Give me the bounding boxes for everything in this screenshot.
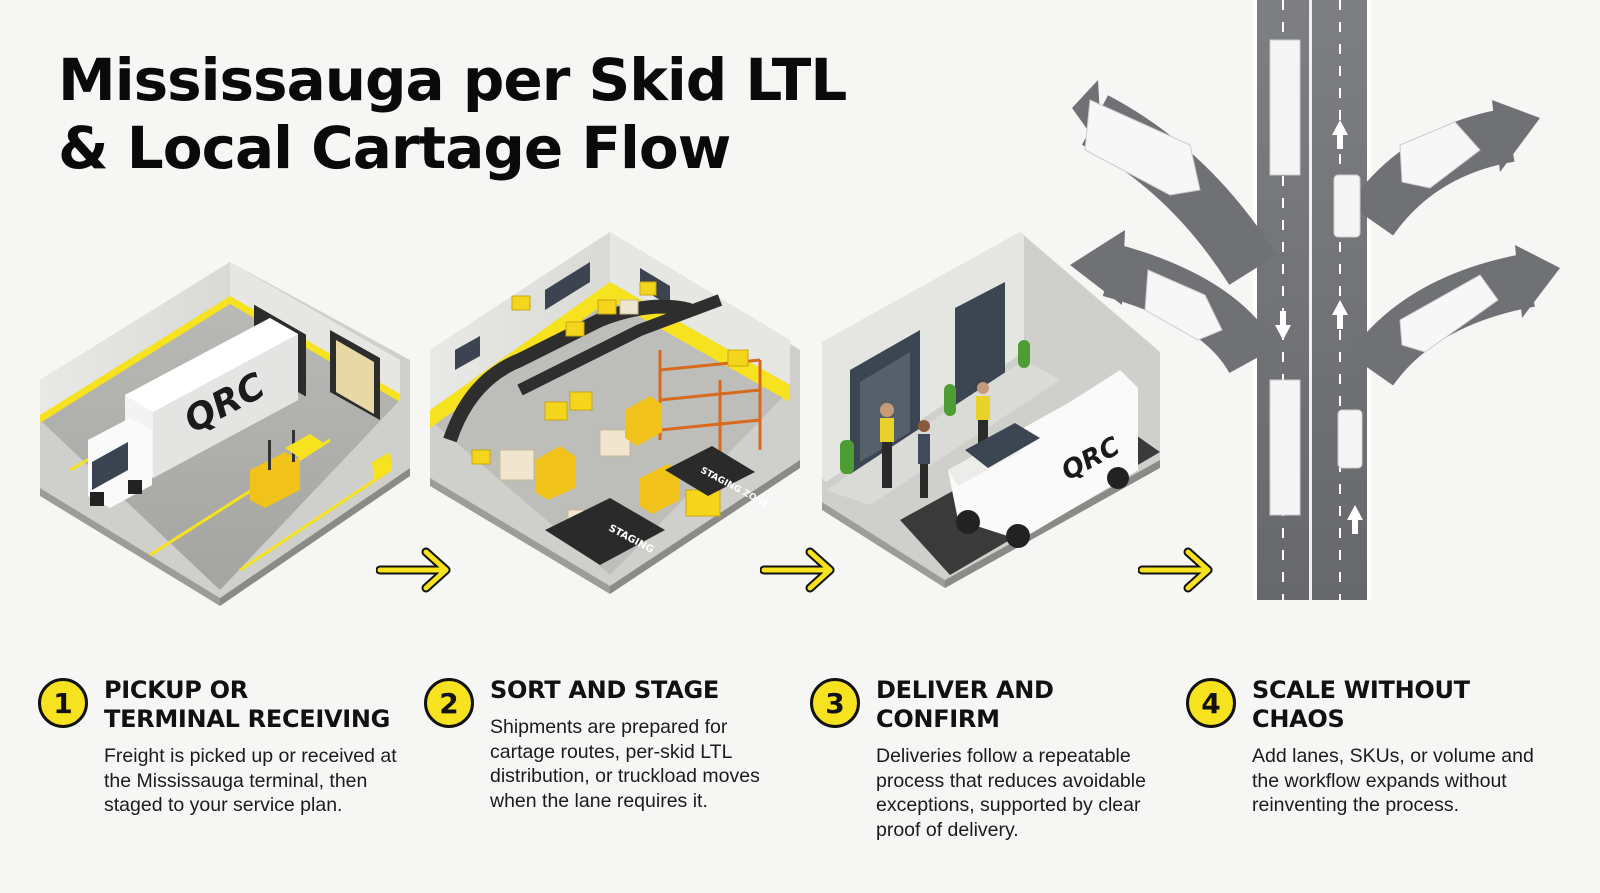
step-number-badge: 2 — [424, 678, 474, 728]
step-pickup: 1 PICKUP OR TERMINAL RECEIVING Freight i… — [38, 676, 398, 818]
road-vehicles — [1084, 39, 1499, 516]
step-number-badge: 1 — [38, 678, 88, 728]
step-scale: 4 SCALE WITHOUT CHAOS Add lanes, SKUs, o… — [1186, 676, 1566, 818]
scene-scale-roads — [1070, 0, 1560, 600]
step-title: PICKUP OR TERMINAL RECEIVING — [104, 676, 391, 733]
title-line-2: & Local Cartage Flow — [58, 114, 731, 182]
step-number-badge: 3 — [810, 678, 860, 728]
arrow-right-icon — [376, 547, 451, 593]
step-deliver-confirm: 3 DELIVER AND CONFIRM Deliveries follow … — [810, 676, 1170, 842]
step-description: Add lanes, SKUs, or volume and the workf… — [1252, 745, 1534, 816]
arrow-right-icon — [760, 547, 835, 593]
step-number-badge: 4 — [1186, 678, 1236, 728]
step-description: Freight is picked up or received at the … — [104, 745, 397, 816]
step-sort-stage: 2 SORT AND STAGE Shipments are prepared … — [424, 676, 784, 813]
scene-deliver-confirm: QRC — [822, 232, 1160, 588]
scene-sort-stage: STAGING STAGING ZONE — [430, 232, 800, 594]
step-description: Deliveries follow a repeatable process t… — [876, 745, 1146, 841]
step-description: Shipments are prepared for cartage route… — [490, 716, 760, 812]
arrow-right-icon — [1138, 547, 1213, 593]
step-title: SORT AND STAGE — [490, 676, 720, 704]
step-title: SCALE WITHOUT CHAOS — [1252, 676, 1470, 733]
scene-terminal-receiving: QRC — [40, 262, 410, 606]
flow-illustration: QRC — [40, 0, 1560, 606]
title-line-1: Mississauga per Skid LTL — [58, 46, 847, 114]
page-title: Mississauga per Skid LTL & Local Cartage… — [58, 46, 847, 182]
step-title: DELIVER AND CONFIRM — [876, 676, 1054, 733]
